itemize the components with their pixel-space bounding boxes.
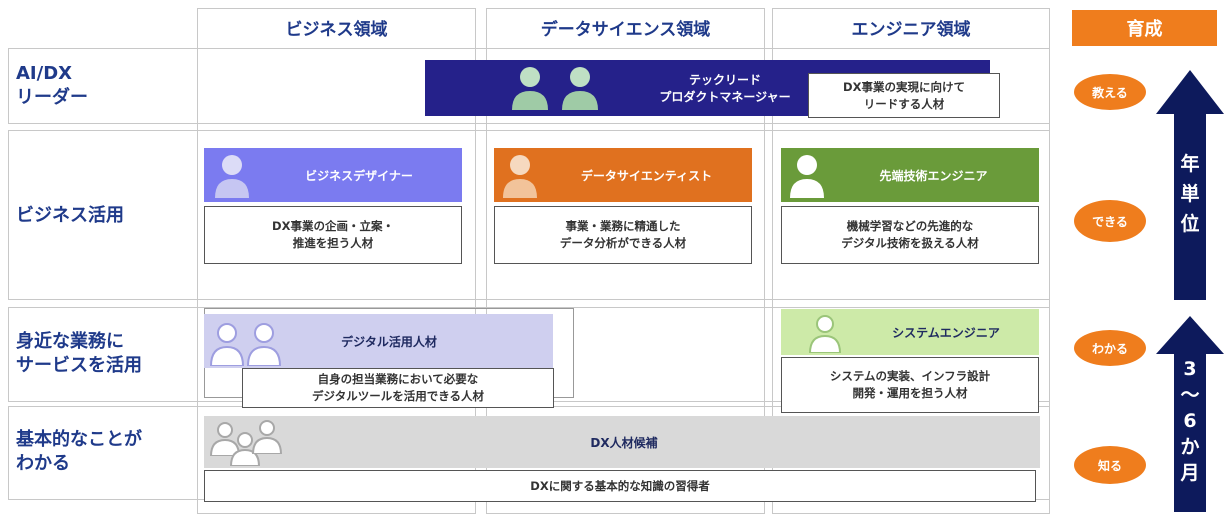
dx-candidate-description: DXに関する基本的な知識の習得者 (204, 470, 1036, 502)
short-term-char: 3 (1183, 358, 1197, 380)
business-designer-band: ビジネスデザイナー (204, 148, 462, 202)
advanced-engineer-description: 機械学習などの先進的なデジタル技術を扱える人材 (781, 206, 1039, 264)
long-term-arrow: 年 単 位 (1156, 70, 1224, 300)
long-term-char: 年 (1180, 153, 1200, 175)
tech-lead-description: DX事業の実現に向けてリードする人材 (808, 73, 1000, 118)
dx-candidate-band: DX人材候補 (204, 416, 1040, 468)
person-icon (246, 320, 282, 370)
person-icon (209, 420, 241, 460)
level-oval-know: 知る (1074, 446, 1146, 484)
data-scientist-title: データサイエンティスト (580, 169, 713, 183)
advanced-engineer-title: 先端技術エンジニア (879, 169, 988, 183)
system-engineer-description: システムの実装、インフラ設計開発・運用を担う人材 (781, 357, 1039, 413)
person-icon (510, 64, 550, 114)
dx-candidate-title: DX人材候補 (590, 436, 658, 450)
data-scientist-description: 事業・業務に精通したデータ分析ができる人材 (494, 206, 752, 264)
person-icon (789, 152, 825, 202)
column-header-business: ビジネス領域 (285, 19, 388, 40)
short-term-arrow: 3 〜 6 か 月 (1156, 316, 1224, 512)
short-term-char: 6 (1183, 410, 1197, 432)
digital-user-title: デジタル活用人材 (341, 335, 437, 349)
person-icon (251, 418, 283, 458)
person-icon (229, 430, 261, 470)
data-scientist-band: データサイエンティスト (494, 148, 752, 202)
training-header-label: 育成 (1126, 19, 1163, 40)
person-icon (808, 313, 842, 357)
person-icon (209, 320, 245, 370)
column-header-data-science: データサイエンス領域 (540, 19, 711, 40)
level-oval-teach: 教える (1074, 74, 1146, 110)
long-term-char: 単 (1180, 183, 1200, 205)
level-oval-can-do: できる (1074, 200, 1146, 242)
training-header: 育成 (1072, 10, 1217, 46)
short-term-char: 月 (1180, 462, 1200, 484)
short-term-char: 〜 (1180, 384, 1200, 406)
row-label-basic-understanding: 基本的なことがわかる (16, 429, 142, 474)
column-header-engineer: エンジニア領域 (851, 19, 971, 40)
level-oval-understand: わかる (1074, 330, 1146, 366)
person-icon (560, 64, 600, 114)
tech-lead-title: テックリードプロダクトマネージャー (659, 73, 791, 104)
digital-user-description: 自身の担当業務において必要なデジタルツールを活用できる人材 (242, 368, 554, 408)
long-term-char: 位 (1180, 213, 1200, 235)
system-engineer-band: システムエンジニア (781, 309, 1039, 355)
advanced-engineer-band: 先端技術エンジニア (781, 148, 1039, 202)
row-label-business-use: ビジネス活用 (16, 205, 124, 226)
row-frame-leader (8, 48, 1050, 124)
person-icon (502, 152, 538, 202)
digital-user-band: デジタル活用人材 (204, 314, 553, 368)
person-icon (214, 152, 250, 202)
system-engineer-title: システムエンジニア (892, 326, 1000, 340)
short-term-char: か (1180, 436, 1200, 458)
business-designer-description: DX事業の企画・立案・推進を担う人材 (204, 206, 462, 264)
row-label-daily-service-use: 身近な業務にサービスを活用 (16, 331, 142, 376)
row-frame-business-use (8, 130, 1050, 300)
business-designer-title: ビジネスデザイナー (305, 169, 413, 183)
